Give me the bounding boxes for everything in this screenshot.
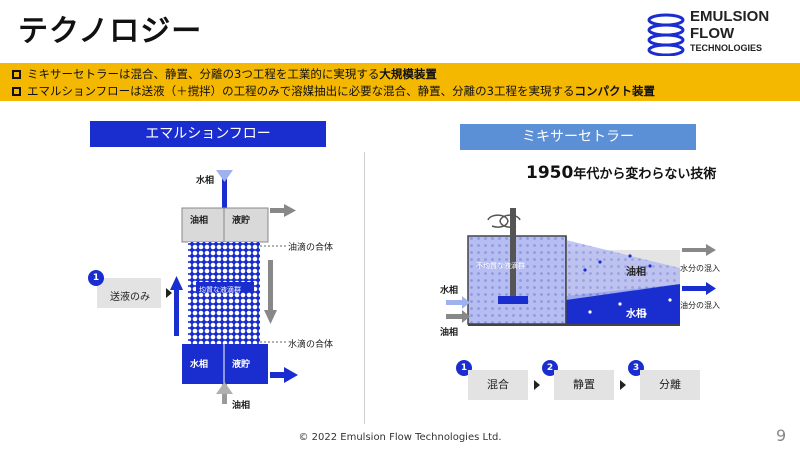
feed-only-label: 送液のみ xyxy=(110,292,150,303)
page-title: テクノロジー xyxy=(18,14,203,49)
step-badge-1: 1 xyxy=(88,270,104,286)
water-inlet-label: 水相 xyxy=(440,286,459,296)
oil-inlet-label: 油相 xyxy=(440,328,459,338)
logo-line3: TECHNOLOGIES xyxy=(690,43,763,53)
page-number: 9 xyxy=(776,426,787,445)
water-phase-inlet-label: 水相 xyxy=(196,176,215,186)
oil-droplet-merge-label: 油滴の合体 xyxy=(288,243,334,253)
emulsion-flow-diagram xyxy=(97,170,298,404)
oil-phase-top-label: 油相 xyxy=(190,216,209,226)
checkbox-square-icon xyxy=(12,70,21,79)
banner-line-1: ミキサーセトラーは混合、静置、分離の3つ工程を工業的に実現する大規模装置 xyxy=(12,66,437,82)
mixer-settler-title: ミキサーセトラー xyxy=(460,124,696,150)
company-logo: EMULSION FLOW TECHNOLOGIES xyxy=(646,6,796,60)
uneven-droplet-label: 均質な液滴群 xyxy=(199,286,241,294)
step-arrow-icon xyxy=(534,380,540,390)
logo-line2: FLOW xyxy=(690,25,735,42)
mixer-settler-diagram xyxy=(446,208,716,326)
uneven-group-label: 不均質な液滴群 xyxy=(476,262,525,270)
logo-rings-icon xyxy=(647,13,685,56)
summary-banner: ミキサーセトラーは混合、静置、分離の3つ工程を工業的に実現する大規模装置 エマル… xyxy=(0,63,800,101)
emulsion-flow-title: エマルションフロー xyxy=(90,121,326,147)
liquid-store-bottom-label: 液貯 xyxy=(232,360,251,370)
banner-line-2: エマルションフローは送液（＋撹拌）の工程のみで溶媒抽出に必要な混合、静置、分離の… xyxy=(12,83,655,99)
step-settle: 静置 xyxy=(554,370,614,400)
mixer-settler-subtitle: 1950年代から変わらない技術 xyxy=(526,163,717,183)
oil-contamination-label: 油分の混入 xyxy=(680,301,720,310)
water-droplet-merge-label: 水滴の合体 xyxy=(288,340,334,350)
step-separate: 分離 xyxy=(640,370,700,400)
copyright-footer: © 2022 Emulsion Flow Technologies Ltd. xyxy=(298,432,502,443)
water-phase-settler-label: 水相 xyxy=(626,309,646,320)
water-phase-bottom-label: 水相 xyxy=(190,360,209,370)
step-arrow-icon xyxy=(620,380,626,390)
liquid-store-top-label: 液貯 xyxy=(232,216,251,226)
step-mix: 混合 xyxy=(468,370,528,400)
oil-phase-inlet-label: 油相 xyxy=(232,401,251,411)
logo-line1: EMULSION xyxy=(690,8,770,25)
water-contamination-label: 水分の混入 xyxy=(680,264,720,273)
oil-phase-settler-label: 油相 xyxy=(626,267,646,278)
checkbox-square-icon xyxy=(12,87,21,96)
panel-divider xyxy=(364,152,365,424)
